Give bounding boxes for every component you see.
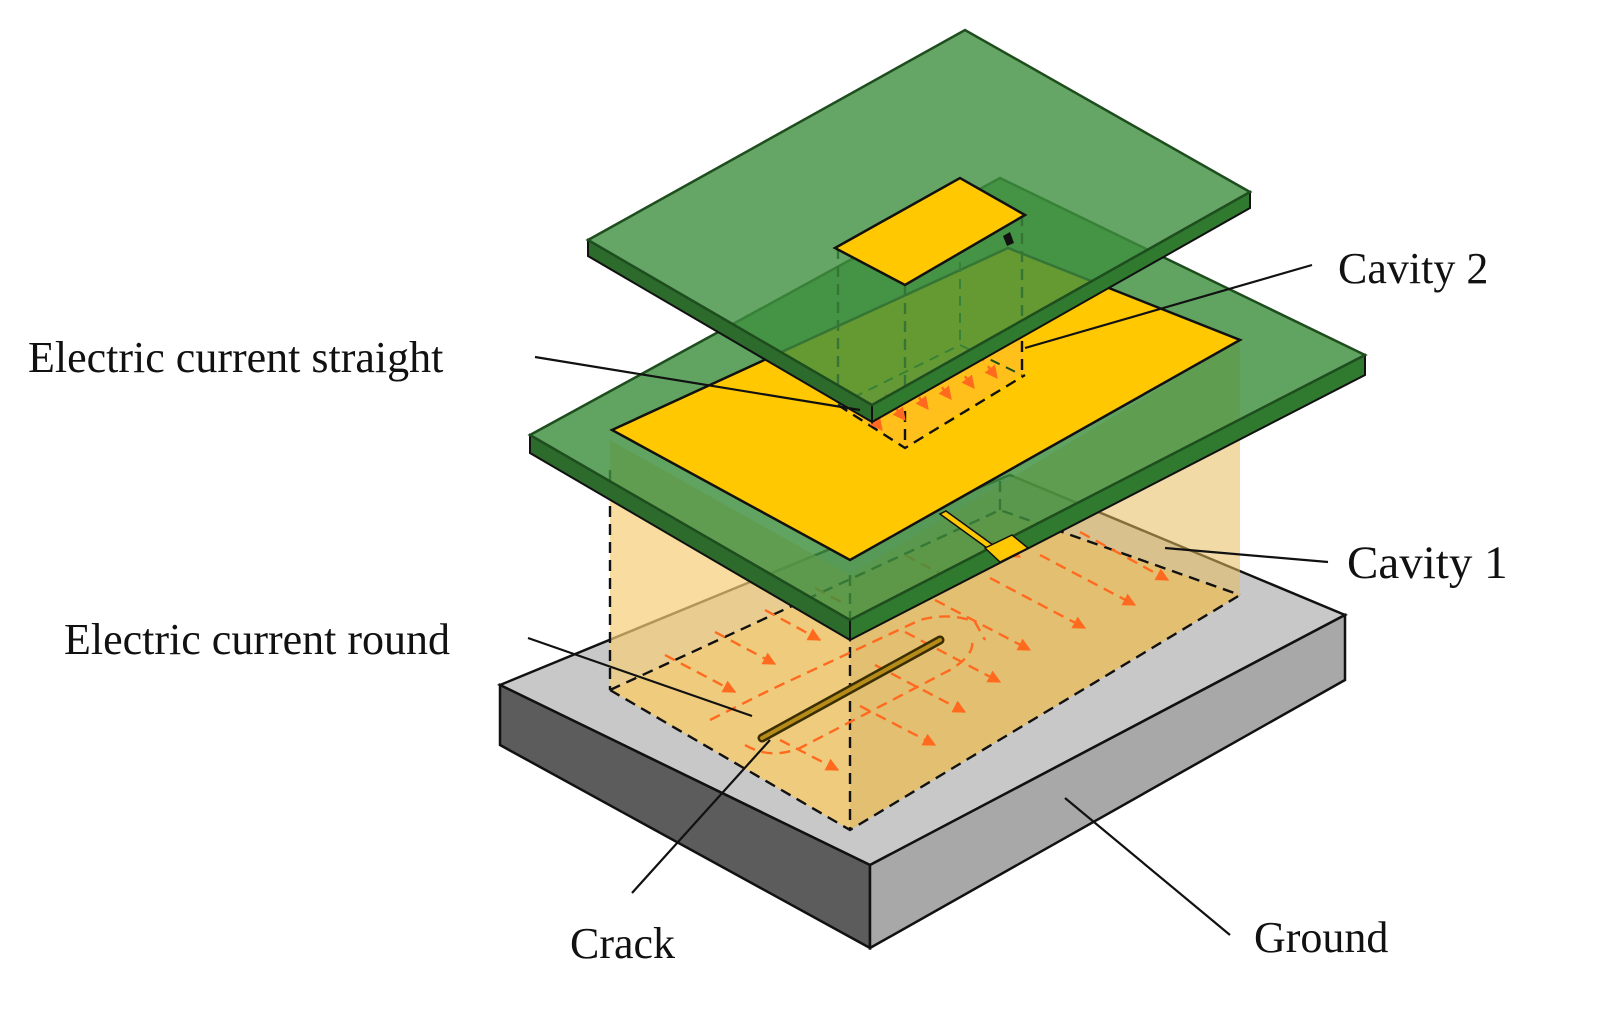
current-arrow bbox=[859, 704, 937, 747]
labels: Cavity 2 Electric current straight Cavit… bbox=[28, 244, 1508, 968]
leader-cavity-2 bbox=[1024, 263, 1313, 350]
current-arrow bbox=[764, 608, 822, 642]
leader-current-round bbox=[527, 636, 753, 718]
current-round-path bbox=[709, 615, 987, 722]
upper-patch bbox=[832, 176, 1028, 287]
current-round-path bbox=[744, 639, 974, 755]
feed-pad bbox=[983, 534, 1030, 563]
cavity-2-bottom-edge bbox=[837, 373, 1026, 450]
leader-lines bbox=[527, 263, 1329, 936]
leader-ground bbox=[1064, 797, 1231, 936]
cavity-1-back-bottom-edge bbox=[609, 508, 1241, 692]
upper-substrate bbox=[585, 28, 1253, 424]
label-electric-current-round: Electric current round bbox=[64, 615, 450, 664]
label-cavity-2: Cavity 2 bbox=[1338, 244, 1488, 293]
current-arrow bbox=[714, 630, 777, 666]
label-cavity-1: Cavity 1 bbox=[1347, 537, 1508, 589]
cavity-1-bottom-edge bbox=[609, 593, 1241, 832]
leader-cavity-1 bbox=[1164, 546, 1329, 564]
ground-right-face bbox=[868, 612, 1347, 951]
upper-feed-pin bbox=[1003, 232, 1014, 246]
leader-crack bbox=[631, 739, 771, 894]
label-ground: Ground bbox=[1254, 913, 1388, 962]
label-crack: Crack bbox=[570, 919, 675, 968]
leader-current-straight bbox=[534, 355, 861, 412]
crack bbox=[757, 635, 945, 743]
label-electric-current-straight: Electric current straight bbox=[28, 333, 443, 382]
current-arrow bbox=[664, 653, 737, 694]
current-arrow bbox=[779, 738, 840, 772]
crack-slot-highlight bbox=[760, 638, 942, 740]
